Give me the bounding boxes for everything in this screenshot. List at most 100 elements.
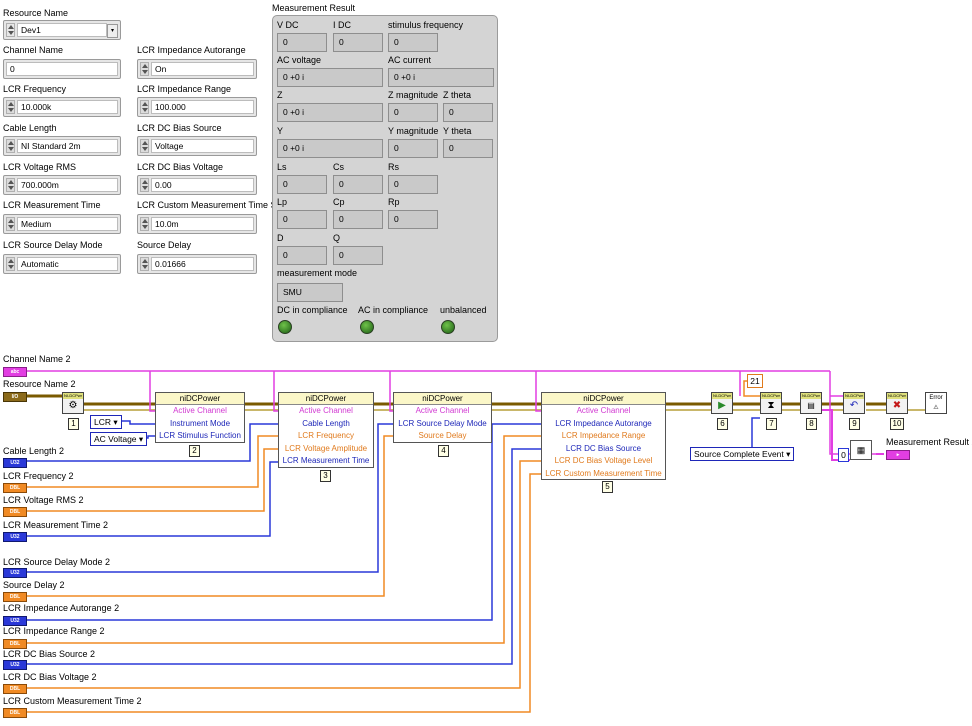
property-node-2[interactable]: niDCPower Active Channel Instrument Mode…	[155, 392, 245, 443]
close-icon: ✖	[892, 400, 902, 411]
property-node-3[interactable]: niDCPower Active Channel Cable Length LC…	[278, 392, 374, 468]
ac-in-compliance-led	[360, 320, 374, 334]
lcr-frequency-value[interactable]: 10.000k	[17, 100, 118, 114]
spin-arrows-icon[interactable]	[140, 257, 149, 271]
spin-arrows-icon[interactable]	[140, 139, 149, 153]
spin-arrows-icon[interactable]	[6, 139, 15, 153]
node-row[interactable]: LCR Stimulus Function	[159, 431, 241, 440]
measure-lcr-subvi[interactable]: NI-DCPwr ▤	[800, 392, 822, 414]
terminal-label: Resource Name 2	[3, 379, 76, 389]
lcr-voltage-rms-control[interactable]: 700.000m	[3, 175, 121, 195]
unbalanced-label: unbalanced	[440, 305, 487, 315]
node-row[interactable]: LCR Impedance Range	[561, 431, 646, 440]
node-row[interactable]: LCR DC Bias Voltage Level	[554, 456, 653, 465]
spin-arrows-icon[interactable]	[140, 217, 149, 231]
event-constant[interactable]: Source Complete Event ▾	[690, 447, 795, 461]
chevron-down-icon: ▾	[138, 434, 144, 444]
stimulus-function-constant[interactable]: AC Voltage ▾	[90, 432, 148, 446]
error-handler-icon[interactable]: Error⚠	[925, 392, 947, 414]
lcr-source-delay-mode-control[interactable]: Automatic	[3, 254, 121, 274]
lcr-dc-bias-source-value[interactable]: Voltage	[151, 139, 254, 153]
node-row[interactable]: LCR Impedance Autorange	[555, 418, 652, 428]
node-row[interactable]: Instrument Mode	[169, 418, 231, 428]
cable-length-value[interactable]: NI Standard 2m	[17, 139, 118, 153]
ac-in-compliance-label: AC in compliance	[358, 305, 429, 315]
node-row[interactable]: LCR Measurement Time	[282, 456, 370, 465]
resource-name-control[interactable]: Dev1 ▾	[3, 20, 121, 40]
spin-arrows-icon[interactable]	[6, 100, 15, 114]
constant-value: AC Voltage	[94, 434, 137, 444]
lcr-dc-bias-voltage-value[interactable]: 0.00	[151, 178, 254, 192]
unbalanced-led	[441, 320, 455, 334]
subvi-number: 1	[68, 418, 79, 430]
node-row[interactable]: LCR DC Bias Source	[565, 443, 642, 453]
cs-indicator: 0	[333, 175, 383, 194]
initialize-subvi[interactable]: NI-DCPwr ⚙	[62, 392, 84, 414]
node-row[interactable]: LCR Custom Measurement Time	[545, 468, 662, 478]
lcr-impedance-range-control[interactable]: 100.000	[137, 97, 257, 117]
lcr-impedance-range-value[interactable]: 100.000	[151, 100, 254, 114]
source-delay-control[interactable]: 0.01666	[137, 254, 257, 274]
lcr-dc-bias-voltage-control[interactable]: 0.00	[137, 175, 257, 195]
node-row[interactable]: Active Channel	[415, 406, 470, 415]
node-header: niDCPower	[279, 393, 373, 405]
property-node-5[interactable]: niDCPower Active Channel LCR Impedance A…	[541, 392, 666, 480]
lcr-voltage-rms-value[interactable]: 700.000m	[17, 178, 118, 192]
i-dc-label: I DC	[333, 20, 351, 30]
q-label: Q	[333, 233, 341, 243]
lcr-measurement-time-control[interactable]: Medium	[3, 214, 121, 234]
index-constant[interactable]: 0	[838, 448, 849, 462]
channel-name-value[interactable]: 0	[6, 62, 118, 76]
source-delay-value[interactable]: 0.01666	[151, 257, 254, 271]
node-row[interactable]: LCR Voltage Amplitude	[284, 443, 368, 453]
spin-arrows-icon[interactable]	[140, 178, 149, 192]
lcr-custom-measurement-time-control[interactable]: 10.0m	[137, 214, 257, 234]
resource-name-value[interactable]: Dev1	[17, 23, 107, 37]
instrument-mode-constant[interactable]: LCR ▾	[90, 415, 122, 429]
chevron-down-icon[interactable]: ▾	[107, 24, 118, 38]
ac-current-indicator: 0 +0 i	[388, 68, 494, 87]
lcr-source-delay-mode-value[interactable]: Automatic	[17, 257, 118, 271]
node-row[interactable]: LCR Frequency	[297, 431, 355, 440]
node-row[interactable]: Active Channel	[576, 406, 631, 415]
spin-arrows-icon[interactable]	[6, 217, 15, 231]
spin-arrows-icon[interactable]	[140, 100, 149, 114]
node-row[interactable]: Source Delay	[418, 431, 467, 440]
lcr-impedance-autorange-control[interactable]: On	[137, 59, 257, 79]
measure-lcr-icon: ▤	[807, 401, 815, 410]
terminal-badge: DBL	[3, 684, 27, 694]
lcr-frequency-control[interactable]: 10.000k	[3, 97, 121, 117]
cable-length-control[interactable]: NI Standard 2m	[3, 136, 121, 156]
lcr-impedance-autorange-value[interactable]: On	[151, 62, 254, 76]
abort-subvi[interactable]: NI-DCPwr ↶	[843, 392, 865, 414]
node-row[interactable]: Active Channel	[173, 406, 227, 415]
z-indicator: 0 +0 i	[277, 103, 383, 122]
lcr-dc-bias-voltage-label: LCR DC Bias Voltage	[137, 162, 224, 172]
wait-count-constant[interactable]: 21	[747, 374, 763, 388]
terminal-label: LCR DC Bias Voltage 2	[3, 672, 97, 682]
lcr-custom-measurement-time-value[interactable]: 10.0m	[151, 217, 254, 231]
node-row[interactable]: Cable Length	[302, 418, 350, 428]
lcr-dc-bias-source-control[interactable]: Voltage	[137, 136, 257, 156]
initialize-icon: ⚙	[68, 400, 78, 411]
numeric-wires	[24, 380, 762, 713]
z-theta-label: Z theta	[443, 90, 472, 100]
spin-arrows-icon[interactable]	[140, 62, 149, 76]
enum-wires	[24, 417, 760, 665]
index-array-icon[interactable]: ▦	[850, 440, 872, 460]
ac-current-label: AC current	[388, 55, 432, 65]
lcr-custom-measurement-time-label: LCR Custom Measurement Time Sec	[137, 200, 287, 210]
wait-for-event-subvi[interactable]: NI-DCPwr ⧗	[760, 392, 782, 414]
node-number: 2	[189, 445, 200, 457]
v-dc-label: V DC	[277, 20, 299, 30]
channel-name-control[interactable]: 0	[3, 59, 121, 79]
node-row[interactable]: Active Channel	[299, 406, 353, 415]
close-subvi[interactable]: NI-DCPwr ✖	[886, 392, 908, 414]
node-row[interactable]: LCR Source Delay Mode	[398, 418, 487, 428]
spin-arrows-icon[interactable]	[6, 178, 15, 192]
output-terminal[interactable]: ▸	[886, 450, 910, 460]
spin-arrows-icon[interactable]	[6, 257, 15, 271]
initiate-subvi[interactable]: NI-DCPwr ▶	[711, 392, 733, 414]
property-node-4[interactable]: niDCPower Active Channel LCR Source Dela…	[393, 392, 492, 443]
lcr-measurement-time-value[interactable]: Medium	[17, 217, 118, 231]
